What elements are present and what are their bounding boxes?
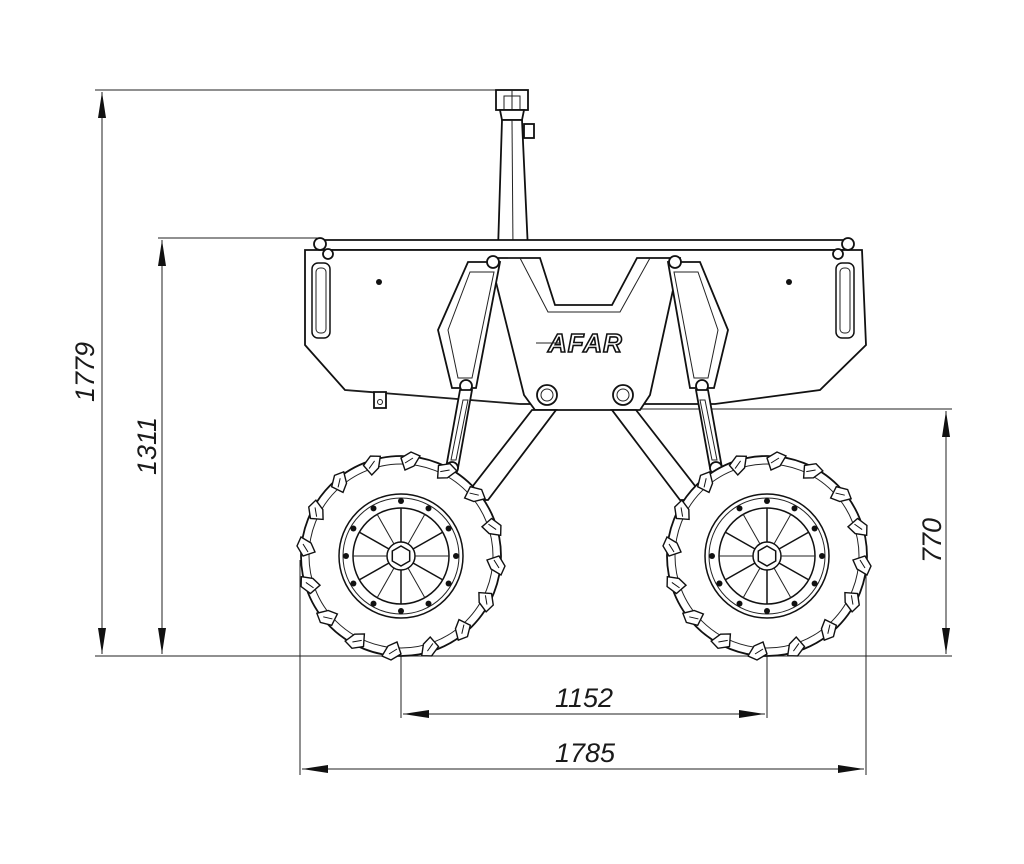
right-wheel (662, 451, 872, 661)
machine-outline: AFAR (296, 89, 872, 661)
dim-boom-height: 770 (917, 518, 947, 563)
dimension-lines (95, 89, 952, 775)
dim-overall-width: 1785 (555, 738, 616, 768)
mast (495, 89, 535, 251)
right-arm (610, 255, 729, 501)
left-arm (437, 255, 558, 501)
center-plate: AFAR (488, 257, 682, 411)
left-wheel (296, 451, 506, 661)
dim-track-width: 1152 (555, 683, 613, 713)
dim-total-height: 1779 (70, 342, 100, 402)
dim-box-height: 1311 (132, 417, 162, 475)
